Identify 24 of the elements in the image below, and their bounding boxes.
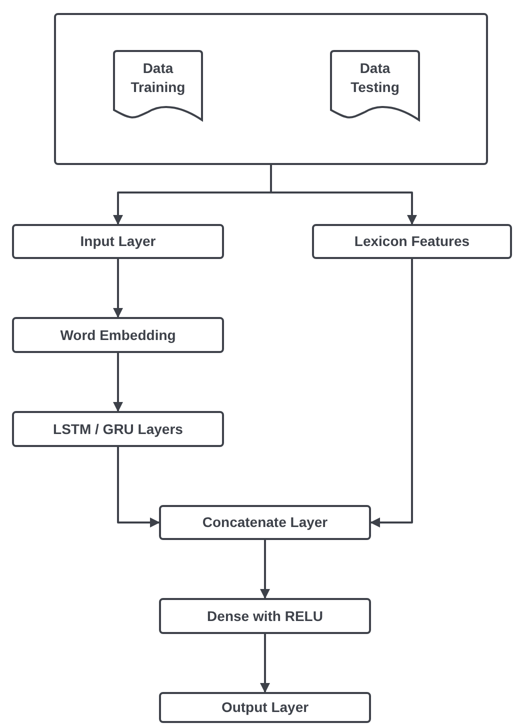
process-group-frame — [54, 13, 488, 165]
arrow — [260, 540, 270, 599]
arrow — [117, 447, 160, 528]
node-label: Word Embedding — [60, 326, 176, 344]
node-label: Output Layer — [221, 698, 309, 717]
arrow — [113, 259, 123, 318]
node-label: LSTM / GRU Layers — [53, 420, 183, 438]
process-box — [12, 224, 224, 259]
arrow — [113, 353, 123, 412]
node-label: Concatenate Layer — [202, 513, 328, 532]
process-box — [159, 692, 371, 723]
arrow — [260, 634, 270, 693]
process-box — [12, 411, 224, 447]
arrow — [370, 259, 413, 528]
process-box — [312, 224, 512, 259]
arrow — [270, 165, 417, 225]
process-box — [12, 317, 224, 353]
process-box — [159, 505, 371, 540]
node-label: Dense with RELU — [207, 606, 323, 626]
node-label: Data Testing — [350, 59, 400, 97]
node-label: Input Layer — [80, 232, 156, 251]
node-label: Data Training — [130, 59, 186, 97]
process-box — [159, 598, 371, 634]
node-label: Lexicon Features — [354, 232, 470, 251]
